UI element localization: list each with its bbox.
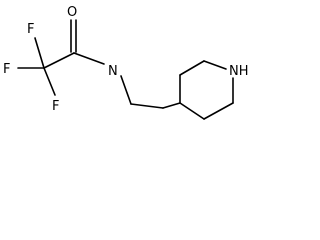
bonds bbox=[17, 19, 234, 120]
fluorine-bottom-label: F bbox=[52, 99, 59, 114]
bond-cf3-f-top bbox=[34, 37, 45, 69]
fluorine-top-label: F bbox=[27, 22, 34, 37]
ring-bond-c2-n bbox=[203, 60, 227, 70]
chemical-structure: O F F F N NH bbox=[3, 5, 249, 120]
oxygen-label: O bbox=[67, 5, 77, 20]
bond-ch2a-ch2b bbox=[130, 103, 164, 109]
bond-ch2b-ring bbox=[162, 102, 181, 109]
bond-carbonyl-nitrogen bbox=[73, 52, 105, 65]
bond-cf3-f-bottom bbox=[43, 67, 56, 96]
atom-labels: O F F F N NH bbox=[3, 5, 249, 114]
ring-bond-c5-c4 bbox=[179, 102, 205, 120]
fluorine-left-label: F bbox=[3, 62, 10, 77]
bond-carbonyl-cf3 bbox=[43, 52, 75, 69]
amide-nitrogen-label: N bbox=[108, 64, 118, 79]
ring-nitrogen-label: NH bbox=[229, 64, 249, 79]
bond-nitrogen-ch2a bbox=[120, 75, 132, 105]
ring-bond-c6-c5 bbox=[203, 102, 234, 120]
ring-bond-c3-c2 bbox=[179, 60, 205, 76]
